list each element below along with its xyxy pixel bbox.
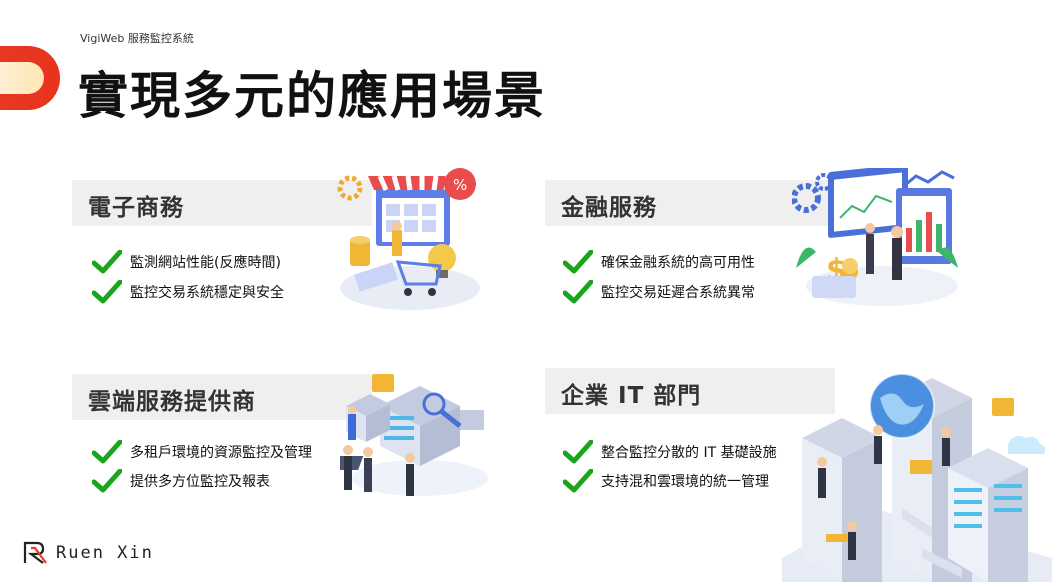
cloud-illustration [340, 374, 488, 496]
section-bullet: 提供多方位監控及報表 [92, 469, 270, 493]
section-bullet: 確保金融系統的高可用性 [563, 250, 755, 274]
logo-text: Ruen Xin [56, 543, 154, 563]
section-bullet: 監控交易系統穩定與安全 [92, 280, 284, 304]
enterprise-it-illustration [782, 373, 1052, 582]
check-icon [563, 280, 593, 304]
page-title: 實現多元的應用場景 [78, 67, 546, 125]
bullet-text: 確保金融系統的高可用性 [601, 255, 755, 271]
section-header-cloud: 雲端服務提供商 [72, 374, 372, 420]
section-bullet: 整合監控分散的 IT 基礎設施 [563, 440, 777, 464]
bullet-text: 監控交易延遲合系統異常 [601, 285, 755, 301]
svg-text:%: % [453, 176, 467, 194]
section-header-ecommerce: 電子商務 [72, 180, 372, 226]
section-header-enterprise-it: 企業 IT 部門 [545, 368, 835, 414]
check-icon [92, 250, 122, 274]
bullet-text: 監控交易系統穩定與安全 [130, 285, 284, 301]
check-icon [92, 280, 122, 304]
check-icon [563, 469, 593, 493]
check-icon [92, 440, 122, 464]
check-icon [563, 440, 593, 464]
bullet-text: 支持混和雲環境的統一管理 [601, 474, 769, 490]
bullet-text: 多租戶環境的資源監控及管理 [130, 445, 312, 461]
finance-illustration: $ [792, 168, 958, 306]
bullet-text: 監測網站性能(反應時間) [130, 255, 281, 271]
check-icon [92, 469, 122, 493]
brand-subtitle: VigiWeb 服務監控系統 [80, 32, 194, 45]
rx-logo-icon [23, 541, 47, 564]
ecommerce-illustration: % [337, 168, 480, 310]
section-bullet: 監測網站性能(反應時間) [92, 250, 281, 274]
check-icon [563, 250, 593, 274]
section-bullet: 支持混和雲環境的統一管理 [563, 469, 769, 493]
section-bullet: 多租戶環境的資源監控及管理 [92, 440, 312, 464]
bullet-text: 整合監控分散的 IT 基礎設施 [601, 445, 777, 461]
bullet-text: 提供多方位監控及報表 [130, 474, 270, 490]
accent-shape [0, 46, 60, 110]
section-header-finance: 金融服務 [545, 180, 835, 226]
company-logo: Ruen Xin [22, 540, 154, 566]
section-bullet: 監控交易延遲合系統異常 [563, 280, 755, 304]
